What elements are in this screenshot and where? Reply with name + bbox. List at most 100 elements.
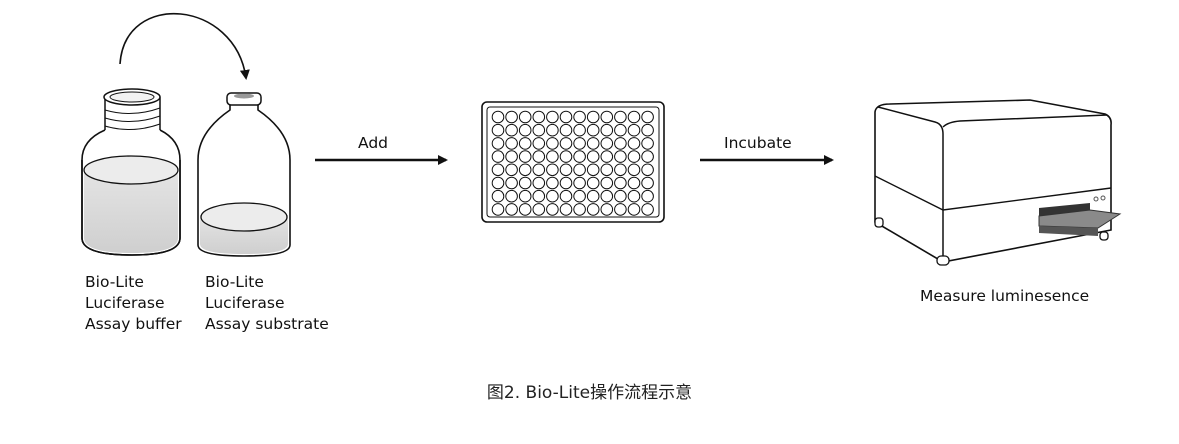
plate-well bbox=[559, 110, 573, 124]
plate-well bbox=[518, 110, 532, 124]
plate-well bbox=[573, 163, 586, 177]
plate-well bbox=[573, 123, 586, 137]
plate-well bbox=[586, 189, 600, 203]
plate-well bbox=[600, 110, 614, 124]
plate-well bbox=[573, 150, 586, 163]
plate-well bbox=[600, 137, 614, 150]
plate-well bbox=[627, 203, 641, 216]
substrate-label: Bio-Lite Luciferase Assay substrate bbox=[205, 272, 329, 335]
plate-well bbox=[518, 203, 532, 216]
plate-well bbox=[573, 110, 586, 124]
plate-well bbox=[641, 189, 654, 203]
assay-substrate-bottle bbox=[197, 92, 291, 257]
buffer-label-line: Bio-Lite bbox=[85, 273, 144, 291]
add-step-label: Add bbox=[358, 134, 389, 152]
plate-well bbox=[586, 150, 600, 163]
plate-well bbox=[532, 150, 546, 163]
plate-well bbox=[546, 176, 559, 190]
plate-well bbox=[614, 123, 627, 137]
plate-well bbox=[586, 203, 600, 216]
plate-well bbox=[491, 163, 505, 177]
plate-well bbox=[505, 203, 518, 216]
plate-well bbox=[559, 203, 573, 216]
plate-well bbox=[600, 163, 614, 177]
plate-well bbox=[491, 137, 505, 150]
plate-well bbox=[518, 189, 532, 203]
plate-well bbox=[518, 123, 532, 137]
plate-well bbox=[573, 176, 586, 190]
plate-well bbox=[505, 137, 518, 150]
plate-well bbox=[546, 110, 559, 124]
plate-well bbox=[491, 123, 505, 137]
plate-well bbox=[532, 137, 546, 150]
plate-well bbox=[505, 123, 518, 137]
plate-well bbox=[491, 176, 505, 190]
reader-label: Measure luminesence bbox=[920, 287, 1090, 305]
plate-well bbox=[586, 163, 600, 177]
plate-well bbox=[518, 150, 532, 163]
substrate-label-line: Luciferase bbox=[205, 294, 285, 312]
plate-well bbox=[518, 176, 532, 190]
plate-well bbox=[532, 203, 546, 216]
plate-reader bbox=[874, 99, 1122, 266]
transfer-arrow bbox=[119, 12, 250, 80]
plate-well bbox=[627, 176, 641, 190]
plate-well bbox=[532, 176, 546, 190]
plate-well bbox=[627, 150, 641, 163]
plate-well bbox=[505, 189, 518, 203]
plate-well bbox=[559, 189, 573, 203]
assay-buffer-jar bbox=[81, 88, 181, 256]
buffer-label: Bio-Lite Luciferase Assay buffer bbox=[85, 272, 182, 335]
plate-well bbox=[614, 163, 627, 177]
plate-well bbox=[641, 137, 654, 150]
plate-well bbox=[641, 203, 654, 216]
buffer-label-line: Luciferase bbox=[85, 294, 165, 312]
plate-well bbox=[641, 163, 654, 177]
plate-well bbox=[518, 163, 532, 177]
incubate-step-label: Incubate bbox=[724, 134, 792, 152]
plate-well bbox=[532, 110, 546, 124]
plate-well bbox=[641, 110, 654, 124]
plate-well bbox=[614, 189, 627, 203]
plate-well bbox=[546, 123, 559, 137]
plate-well bbox=[546, 203, 559, 216]
plate-well bbox=[627, 123, 641, 137]
substrate-label-line: Assay substrate bbox=[205, 315, 329, 333]
plate-well bbox=[627, 189, 641, 203]
plate-well bbox=[627, 110, 641, 124]
plate-well bbox=[546, 150, 559, 163]
plate-well bbox=[641, 150, 654, 163]
plate-well bbox=[491, 203, 505, 216]
plate-well bbox=[586, 137, 600, 150]
plate-well bbox=[491, 189, 505, 203]
plate-well bbox=[491, 150, 505, 163]
plate-well bbox=[505, 110, 518, 124]
plate-well bbox=[573, 137, 586, 150]
plate-well bbox=[586, 176, 600, 190]
plate-well bbox=[600, 189, 614, 203]
plate-well bbox=[573, 189, 586, 203]
plate-well bbox=[614, 110, 627, 124]
plate-well bbox=[600, 176, 614, 190]
plate-well bbox=[614, 176, 627, 190]
plate-well bbox=[559, 123, 573, 137]
plate-well bbox=[491, 110, 505, 124]
plate-well bbox=[600, 203, 614, 216]
plate-well bbox=[518, 137, 532, 150]
plate-well bbox=[559, 176, 573, 190]
plate-well bbox=[532, 189, 546, 203]
plate-well bbox=[627, 163, 641, 177]
plate-well bbox=[573, 203, 586, 216]
substrate-label-line: Bio-Lite bbox=[205, 273, 264, 291]
96-well-plate bbox=[481, 101, 665, 223]
plate-well bbox=[546, 163, 559, 177]
plate-well bbox=[532, 123, 546, 137]
figure-caption: 图2. Bio-Lite操作流程示意 bbox=[486, 383, 693, 403]
plate-well bbox=[614, 150, 627, 163]
plate-well bbox=[586, 110, 600, 124]
plate-well bbox=[505, 150, 518, 163]
plate-well bbox=[600, 150, 614, 163]
plate-well bbox=[505, 163, 518, 177]
plate-well bbox=[600, 123, 614, 137]
